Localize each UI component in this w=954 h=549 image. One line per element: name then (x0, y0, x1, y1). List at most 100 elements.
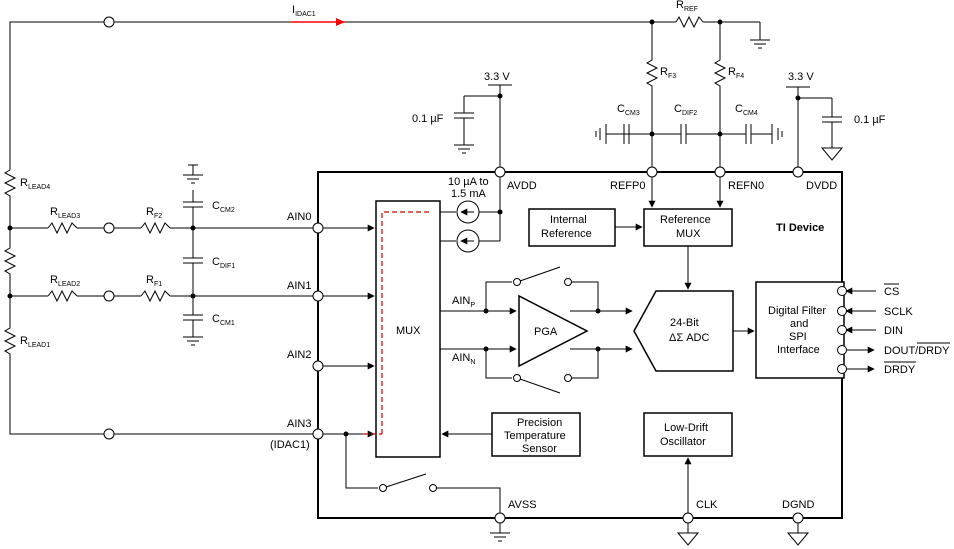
dvdd-cap-label: 0.1 µF (854, 114, 886, 126)
pin-ain2 (312, 360, 324, 372)
rf4-resistor (713, 22, 727, 172)
terminal-idac-top (103, 16, 115, 28)
dgnd-ground (786, 523, 810, 546)
idac1-label: IIDAC1 (292, 4, 316, 18)
internal-reference-line2: Reference (541, 228, 592, 240)
node-pga-outp (595, 308, 601, 314)
rref-label: RREF (676, 0, 698, 13)
node-ain1-cap (190, 293, 196, 299)
pga-amplifier (518, 294, 589, 368)
rlead4-label: RLEAD4 (20, 177, 50, 191)
avss-ground (490, 523, 510, 542)
oscillator-line2: Oscillator (660, 436, 706, 448)
rf1-label: RF1 (146, 274, 162, 288)
node-pga-outn (595, 346, 601, 352)
ain0-input-path (10, 221, 313, 235)
digital-filter-line4: Interface (777, 344, 820, 356)
rf3-resistor (645, 22, 659, 172)
mux-block (375, 200, 441, 458)
idac-loop-wire (9, 16, 640, 170)
internal-reference-block (528, 208, 616, 247)
rlead2-label: RLEAD2 (50, 274, 80, 288)
temp-sensor-line1: Precision (517, 417, 562, 429)
cdif1-label: CDIF1 (212, 256, 235, 270)
node-idac-avdd (497, 209, 503, 215)
pga-output-wires (570, 307, 633, 353)
ccm1-label: CCM1 (212, 313, 235, 327)
ccm4-label: CCM4 (735, 103, 758, 117)
ccm2-label: CCM2 (212, 200, 235, 214)
node-refn-cap (717, 131, 723, 137)
pin-avss-label: AVSS (508, 499, 537, 511)
digital-filter-line1: Digital Filter (768, 305, 826, 317)
pin-clk (682, 512, 694, 524)
pin-sclk-label: SCLK (884, 306, 913, 318)
avdd-supply-label: 3.3 V (484, 71, 510, 83)
pin-dvdd (792, 166, 804, 178)
terminal-ain3-line (103, 428, 115, 440)
cdif2-label: CDIF2 (674, 103, 697, 117)
temp-sensor-line2: Temperature (504, 430, 566, 442)
temp-sensor-line3: Sensor (522, 443, 557, 455)
adc-line2: ΔΣ ADC (669, 332, 709, 344)
pin-dout-drdy (837, 345, 847, 355)
pin-cs-label: CS (884, 286, 899, 298)
rf4-label: RF4 (728, 66, 744, 80)
idac-range-line1: 10 µA to (448, 176, 489, 188)
mux-output-wires (440, 281, 517, 379)
reference-mux-line2: MUX (676, 228, 701, 240)
pin-ain0-label: AIN0 (287, 211, 311, 223)
temperature-sensor-block (491, 412, 581, 457)
device-title: TI Device (776, 222, 824, 234)
node-ain0-cap (190, 225, 196, 231)
node-ainp (483, 308, 489, 314)
mux-idac-path (381, 211, 430, 434)
digital-filter-spi-block (755, 281, 845, 379)
rf2-label: RF2 (146, 206, 162, 220)
dvdd-supply (786, 86, 844, 172)
reference-mux-block (643, 208, 733, 247)
rlead1-resistor (3, 296, 318, 435)
ainn-label: AINN (452, 352, 475, 366)
ainp-label: AINP (452, 295, 475, 309)
terminal-ain0-line (103, 222, 115, 234)
digital-filter-line2: and (790, 318, 808, 330)
pin-dgnd (792, 512, 804, 524)
pin-clk-label: CLK (696, 499, 718, 511)
clk-ground (676, 523, 700, 546)
pin-ain2-label: AIN2 (287, 349, 311, 361)
rf3-label: RF3 (660, 66, 676, 80)
pin-ain3-label: AIN3 (287, 418, 311, 430)
pin-avss (494, 512, 506, 524)
digital-filter-line3: SPI (789, 331, 807, 343)
node-ainn (483, 346, 489, 352)
adc-block (633, 290, 734, 372)
pin-ain3 (312, 428, 324, 440)
rlead4-resistor (3, 169, 17, 228)
dvdd-supply-label: 3.3 V (788, 71, 814, 83)
terminal-ain1-line (103, 290, 115, 302)
reference-filter-caps (595, 124, 783, 144)
pin-refn0-label: REFN0 (728, 180, 764, 192)
pin-refp0 (646, 166, 658, 178)
avss-switch (345, 434, 501, 513)
pin-drdy-label: DRDY (884, 364, 916, 376)
rref-resistor (640, 15, 770, 49)
pin-dgnd-label: DGND (782, 499, 814, 511)
rtd-element (3, 228, 17, 296)
internal-reference-line1: Internal (550, 214, 587, 226)
adc-line1: 24-Bit (670, 317, 699, 329)
mux-label: MUX (396, 325, 421, 337)
node-refp-cap (649, 131, 655, 137)
reference-mux-line1: Reference (660, 214, 711, 226)
input-filter-caps (183, 164, 203, 346)
ccm3-label: CCM3 (617, 103, 640, 117)
rlead1-label: RLEAD1 (20, 335, 50, 349)
avdd-supply (454, 84, 512, 172)
pin-avdd (494, 166, 506, 178)
pin-refp0-label: REFP0 (610, 180, 645, 192)
node-dvdd-cap (795, 95, 801, 101)
pin-ain1-label: AIN1 (287, 280, 311, 292)
pin-ain1 (312, 290, 324, 302)
